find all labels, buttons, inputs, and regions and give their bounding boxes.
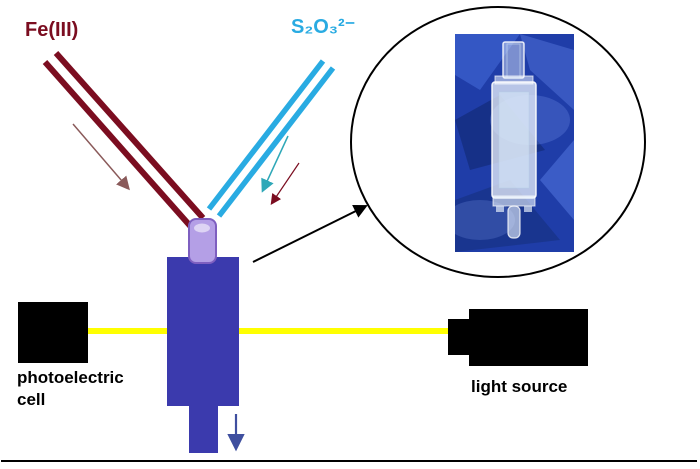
reagent-left-tube-wall-inner (53, 51, 206, 220)
light-source-box (469, 309, 588, 366)
flow-arrow-left-icon (72, 123, 130, 191)
photo-texture-shape (540, 140, 574, 220)
light-source-snout (448, 319, 472, 355)
flow-cell (167, 257, 239, 453)
mixing-chamber (188, 218, 217, 264)
cuvette-foot (524, 206, 532, 212)
reagent-left-label: Fe(III) (25, 19, 78, 41)
reagent-left-tube-wall-outer (42, 60, 195, 230)
cuvette-outlet-tube (507, 205, 521, 239)
cuvette-window (498, 91, 530, 189)
cuvette-photo (455, 34, 574, 252)
reagent-right-label: S₂O₃²⁻ (291, 16, 355, 38)
reagent-right-tube (206, 59, 336, 218)
cuvette-neck (502, 41, 525, 79)
callout-arrow (252, 205, 368, 263)
photoelectric-cell-label-line1: photoelectric (17, 368, 124, 387)
flow-cell-outlet (189, 405, 218, 453)
flow-cell-body (167, 257, 239, 406)
cuvette-photo-texture (455, 34, 574, 252)
flow-arrow-right-red-icon (270, 162, 300, 205)
photoelectric-cell-label-line2: cell (17, 390, 45, 409)
flow-arrow-right-teal-icon (261, 135, 289, 193)
photoelectric-cell-box (18, 302, 88, 363)
cuvette-base (492, 195, 536, 207)
cuvette-foot (496, 206, 504, 212)
reagent-right-tube-wall-inner (216, 66, 336, 218)
reagent-left-tube (42, 51, 206, 230)
reagent-right-tube-wall-outer (206, 59, 326, 211)
light-source (448, 309, 588, 366)
light-source-label: light source (471, 377, 567, 396)
mixing-chamber-highlight (194, 223, 210, 233)
photo-texture-shape (520, 34, 574, 110)
